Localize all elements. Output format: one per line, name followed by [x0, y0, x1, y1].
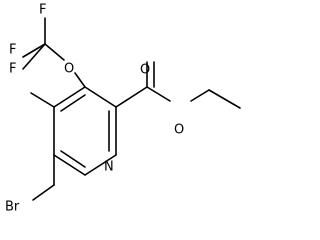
bond-o-ester-ch2: [190, 89, 210, 102]
bond-cf3-f-bottom: [22, 43, 46, 70]
bond-cf3-o-ether: [44, 43, 65, 61]
atom-f-top: F: [39, 3, 46, 18]
bond-cf3-f-left: [22, 43, 46, 58]
bond-ethyl: [208, 89, 241, 109]
bond-methyl: [30, 92, 55, 108]
atom-n-ring: N: [104, 160, 114, 175]
atom-labels: F F F O O O N Br: [5, 3, 184, 215]
bond-ring-c4-c3: [53, 86, 86, 108]
atom-f-left: F: [9, 43, 16, 58]
bond-ring-c6-c5-double: [60, 150, 86, 168]
bond-ring-c4-c3-double: [60, 94, 86, 112]
atom-o-carbonyl: O: [140, 63, 150, 78]
bond-ring-n-c6: [84, 154, 117, 176]
bond-carbonyl-c-o-ester: [146, 86, 171, 102]
atom-o-ether: O: [64, 62, 74, 77]
atom-o-ester: O: [174, 123, 184, 138]
bonds: [22, 17, 241, 201]
atom-f-bottom: F: [9, 62, 16, 77]
molecule-structure: F F F O O O N Br: [5, 3, 241, 215]
bond-ch2-br: [32, 184, 55, 201]
bond-ring-c3-c2: [84, 86, 117, 108]
bond-ring-c6-c5: [53, 154, 86, 176]
bond-o-ether-ring: [74, 72, 86, 88]
atom-br: Br: [5, 200, 20, 215]
bond-ring-carbonyl-c: [115, 86, 148, 108]
